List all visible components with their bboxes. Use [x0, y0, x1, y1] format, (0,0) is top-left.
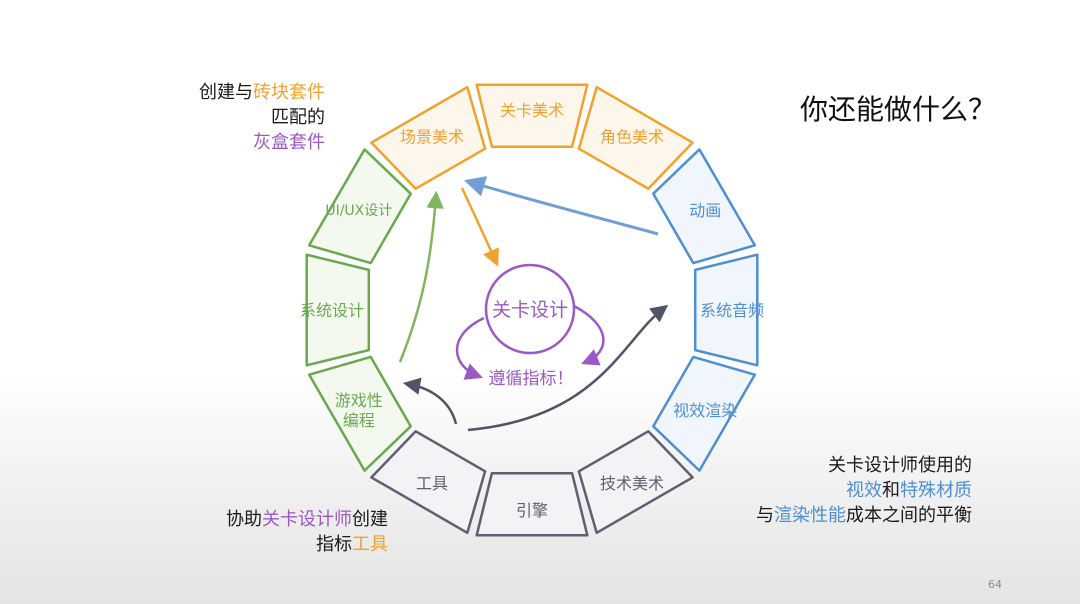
note-text: 指标 — [316, 534, 352, 555]
arrow-tools-to-gameplay — [402, 377, 458, 425]
note-text: 协助 — [226, 509, 262, 530]
ring-segment-label: 动画 — [689, 201, 721, 220]
ring-segment-label: 角色美术 — [600, 128, 664, 147]
note-top-left: 创建与砖块套件 匹配的 灰盒套件 — [180, 80, 325, 155]
note-highlight: 渲染性能 — [774, 505, 846, 526]
ring-segment — [475, 83, 589, 149]
ring-segment — [652, 148, 757, 265]
note-text: 创建 — [352, 509, 388, 530]
follow-metrics-label: 遵循指标！ — [489, 369, 574, 389]
note-highlight: 关卡设计师 — [262, 509, 352, 530]
ring-segment — [652, 355, 757, 472]
note-highlight: 砖块套件 — [253, 82, 325, 103]
ring-segment — [305, 253, 371, 367]
cycle-arrow-right — [573, 304, 605, 366]
page-number: 64 — [988, 578, 1002, 591]
note-highlight: 特殊材质 — [900, 480, 972, 501]
cycle-arrow-left — [455, 316, 485, 380]
ring-segment — [693, 253, 759, 367]
note-text: 与 — [756, 505, 774, 526]
note-text: 创建与 — [199, 82, 253, 103]
ring-segment-label: 场景美术 — [400, 128, 464, 147]
note-bottom-right: 关卡设计师使用的 视效和特殊材质 与渲染性能成本之间的平衡 — [700, 453, 972, 528]
ring-segment-label: 关卡美术 — [500, 101, 564, 120]
note-text: 匹配的 — [271, 107, 325, 128]
ring-segment-label: 视效渲染 — [673, 401, 737, 420]
ring-segment — [307, 355, 412, 472]
level-design-circle — [484, 263, 576, 355]
note-bottom-left: 协助关卡设计师创建 指标工具 — [190, 507, 388, 557]
ring-segment — [475, 471, 589, 537]
ring-segment-label: 技术美术 — [600, 474, 664, 493]
ring-segment-label: 系统音频 — [700, 301, 764, 320]
ring-segment-label: 工具 — [416, 474, 448, 493]
note-text: 和 — [882, 480, 900, 501]
slide-title: 你还能做什么？ — [800, 93, 997, 126]
arrow-scene-art-to-level-design — [460, 187, 499, 267]
note-text: 关卡设计师使用的 — [828, 455, 972, 476]
ring-segment-label: UI/UX设计 — [325, 203, 392, 219]
note-highlight: 视效 — [846, 480, 882, 501]
ring-segment-label: 系统设计 — [300, 301, 364, 320]
level-design-label: 关卡设计 — [492, 299, 568, 321]
ring-segment — [370, 85, 487, 190]
note-text: 成本之间的平衡 — [846, 505, 972, 526]
ring-segment — [370, 430, 487, 535]
arrow-tools-to-system-audio — [467, 304, 669, 432]
arrow-animation-to-scene-art — [463, 176, 659, 236]
note-highlight: 灰盒套件 — [253, 132, 325, 153]
ring-segment — [577, 430, 694, 535]
ring-segment — [307, 148, 412, 265]
arrow-gameplay-to-scene-art — [398, 190, 444, 363]
ring-segment — [577, 85, 694, 190]
note-highlight: 工具 — [352, 534, 388, 555]
ring-segment-label: 游戏性编程 — [335, 391, 383, 430]
ring-segment-label: 引擎 — [516, 501, 548, 520]
